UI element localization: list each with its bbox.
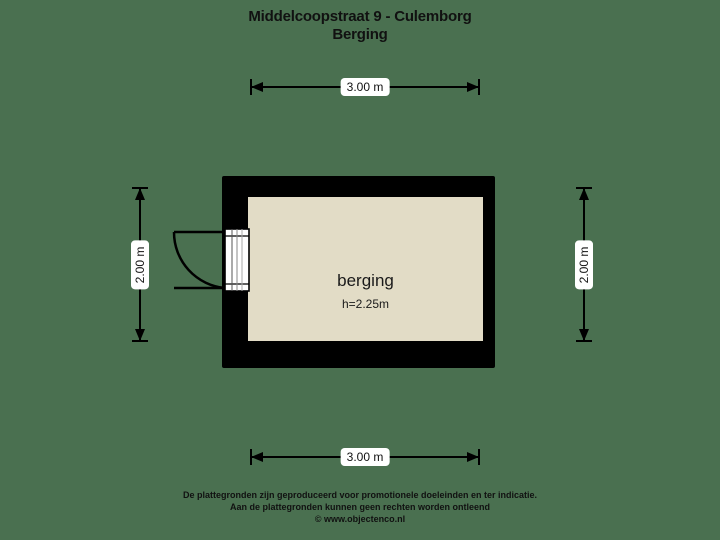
- building-walls: berging h=2.25m: [222, 176, 495, 368]
- dimension-top-label: 3.00 m: [340, 78, 390, 96]
- footer-disclaimer: De plattegronden zijn geproduceerd voor …: [0, 489, 720, 525]
- dimension-left-label: 2.00 m: [131, 240, 149, 289]
- footer-line-3: © www.objectenco.nl: [314, 514, 406, 524]
- title-subtitle: Berging: [332, 26, 388, 43]
- door-swing-graphic: [172, 228, 250, 292]
- title-address: Middelcoopstraat 9 - Culemborg: [248, 8, 472, 25]
- door-swing-icon[interactable]: [172, 222, 254, 298]
- dimension-left: 2.00 m: [131, 187, 149, 342]
- dimension-bottom: 3.00 m: [250, 448, 480, 466]
- dimension-right-label: 2.00 m: [575, 240, 593, 289]
- room-height-label: h=2.25m: [341, 297, 390, 311]
- room-berging[interactable]: berging h=2.25m: [248, 197, 483, 341]
- room-name-label: berging: [337, 271, 394, 290]
- dimension-bottom-label: 3.00 m: [340, 448, 390, 466]
- footer-line-1: De plattegronden zijn geproduceerd voor …: [182, 490, 538, 500]
- footer-line-2: Aan de plattegronden kunnen geen rechten…: [229, 502, 491, 512]
- dimension-right: 2.00 m: [575, 187, 593, 342]
- page-title: Middelcoopstraat 9 - Culemborg Berging: [0, 8, 720, 44]
- dimension-top: 3.00 m: [250, 78, 480, 96]
